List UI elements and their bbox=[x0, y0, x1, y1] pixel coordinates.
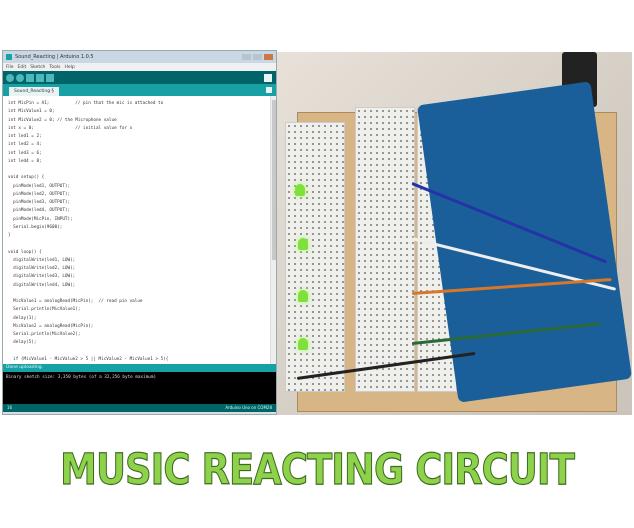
console-output: Binary sketch size: 3,350 bytes (of a 32… bbox=[3, 372, 276, 404]
menu-help[interactable]: Help bbox=[64, 64, 75, 70]
upload-icon[interactable] bbox=[16, 73, 24, 82]
breadboard-left bbox=[285, 122, 345, 392]
menu-edit[interactable]: Edit bbox=[17, 64, 27, 70]
headline: MUSIC REACTING CIRCUIT bbox=[60, 444, 576, 495]
open-icon[interactable] bbox=[36, 73, 44, 82]
circuit-photo bbox=[277, 52, 632, 415]
scrollbar[interactable] bbox=[270, 96, 276, 364]
led-2 bbox=[298, 238, 308, 250]
arduino-ide-window: Sound_Reacting | Arduino 1.0.5 File Edit… bbox=[2, 50, 277, 415]
menu-file[interactable]: File bbox=[6, 64, 14, 70]
toolbar bbox=[3, 71, 276, 84]
led-1 bbox=[295, 184, 305, 196]
window-title: Sound_Reacting | Arduino 1.0.5 bbox=[15, 54, 94, 60]
serial-monitor-icon[interactable] bbox=[264, 73, 272, 82]
breadboard-middle bbox=[355, 107, 415, 392]
status-bar: Done uploading. bbox=[3, 364, 276, 372]
title-bar: Sound_Reacting | Arduino 1.0.5 bbox=[3, 51, 276, 63]
verify-icon[interactable] bbox=[6, 73, 14, 82]
tab-bar: Sound_Reacting § bbox=[3, 84, 276, 96]
board-info: Arduino Uno on COM28 bbox=[225, 405, 272, 410]
maximize-button[interactable] bbox=[253, 54, 262, 60]
tab-sound-reacting[interactable]: Sound_Reacting § bbox=[9, 87, 59, 96]
menu-bar: File Edit Sketch Tools Help bbox=[3, 63, 276, 71]
menu-sketch[interactable]: Sketch bbox=[30, 64, 46, 70]
close-button[interactable] bbox=[264, 54, 273, 60]
line-number: 16 bbox=[7, 405, 13, 410]
led-3 bbox=[298, 290, 308, 302]
menu-tools[interactable]: Tools bbox=[49, 64, 61, 70]
new-icon[interactable] bbox=[26, 73, 34, 82]
scrollbar-thumb[interactable] bbox=[272, 100, 276, 260]
save-icon[interactable] bbox=[46, 73, 54, 82]
arduino-icon bbox=[6, 54, 12, 60]
tab-menu-icon[interactable] bbox=[266, 87, 272, 93]
footer-bar: 16 Arduino Uno on COM28 bbox=[3, 404, 276, 412]
minimize-button[interactable] bbox=[242, 54, 251, 60]
code-text: int MicPin = A1; // pin that the mic is … bbox=[8, 101, 169, 362]
code-editor[interactable]: int MicPin = A1; // pin that the mic is … bbox=[3, 96, 276, 364]
led-4 bbox=[298, 338, 308, 350]
